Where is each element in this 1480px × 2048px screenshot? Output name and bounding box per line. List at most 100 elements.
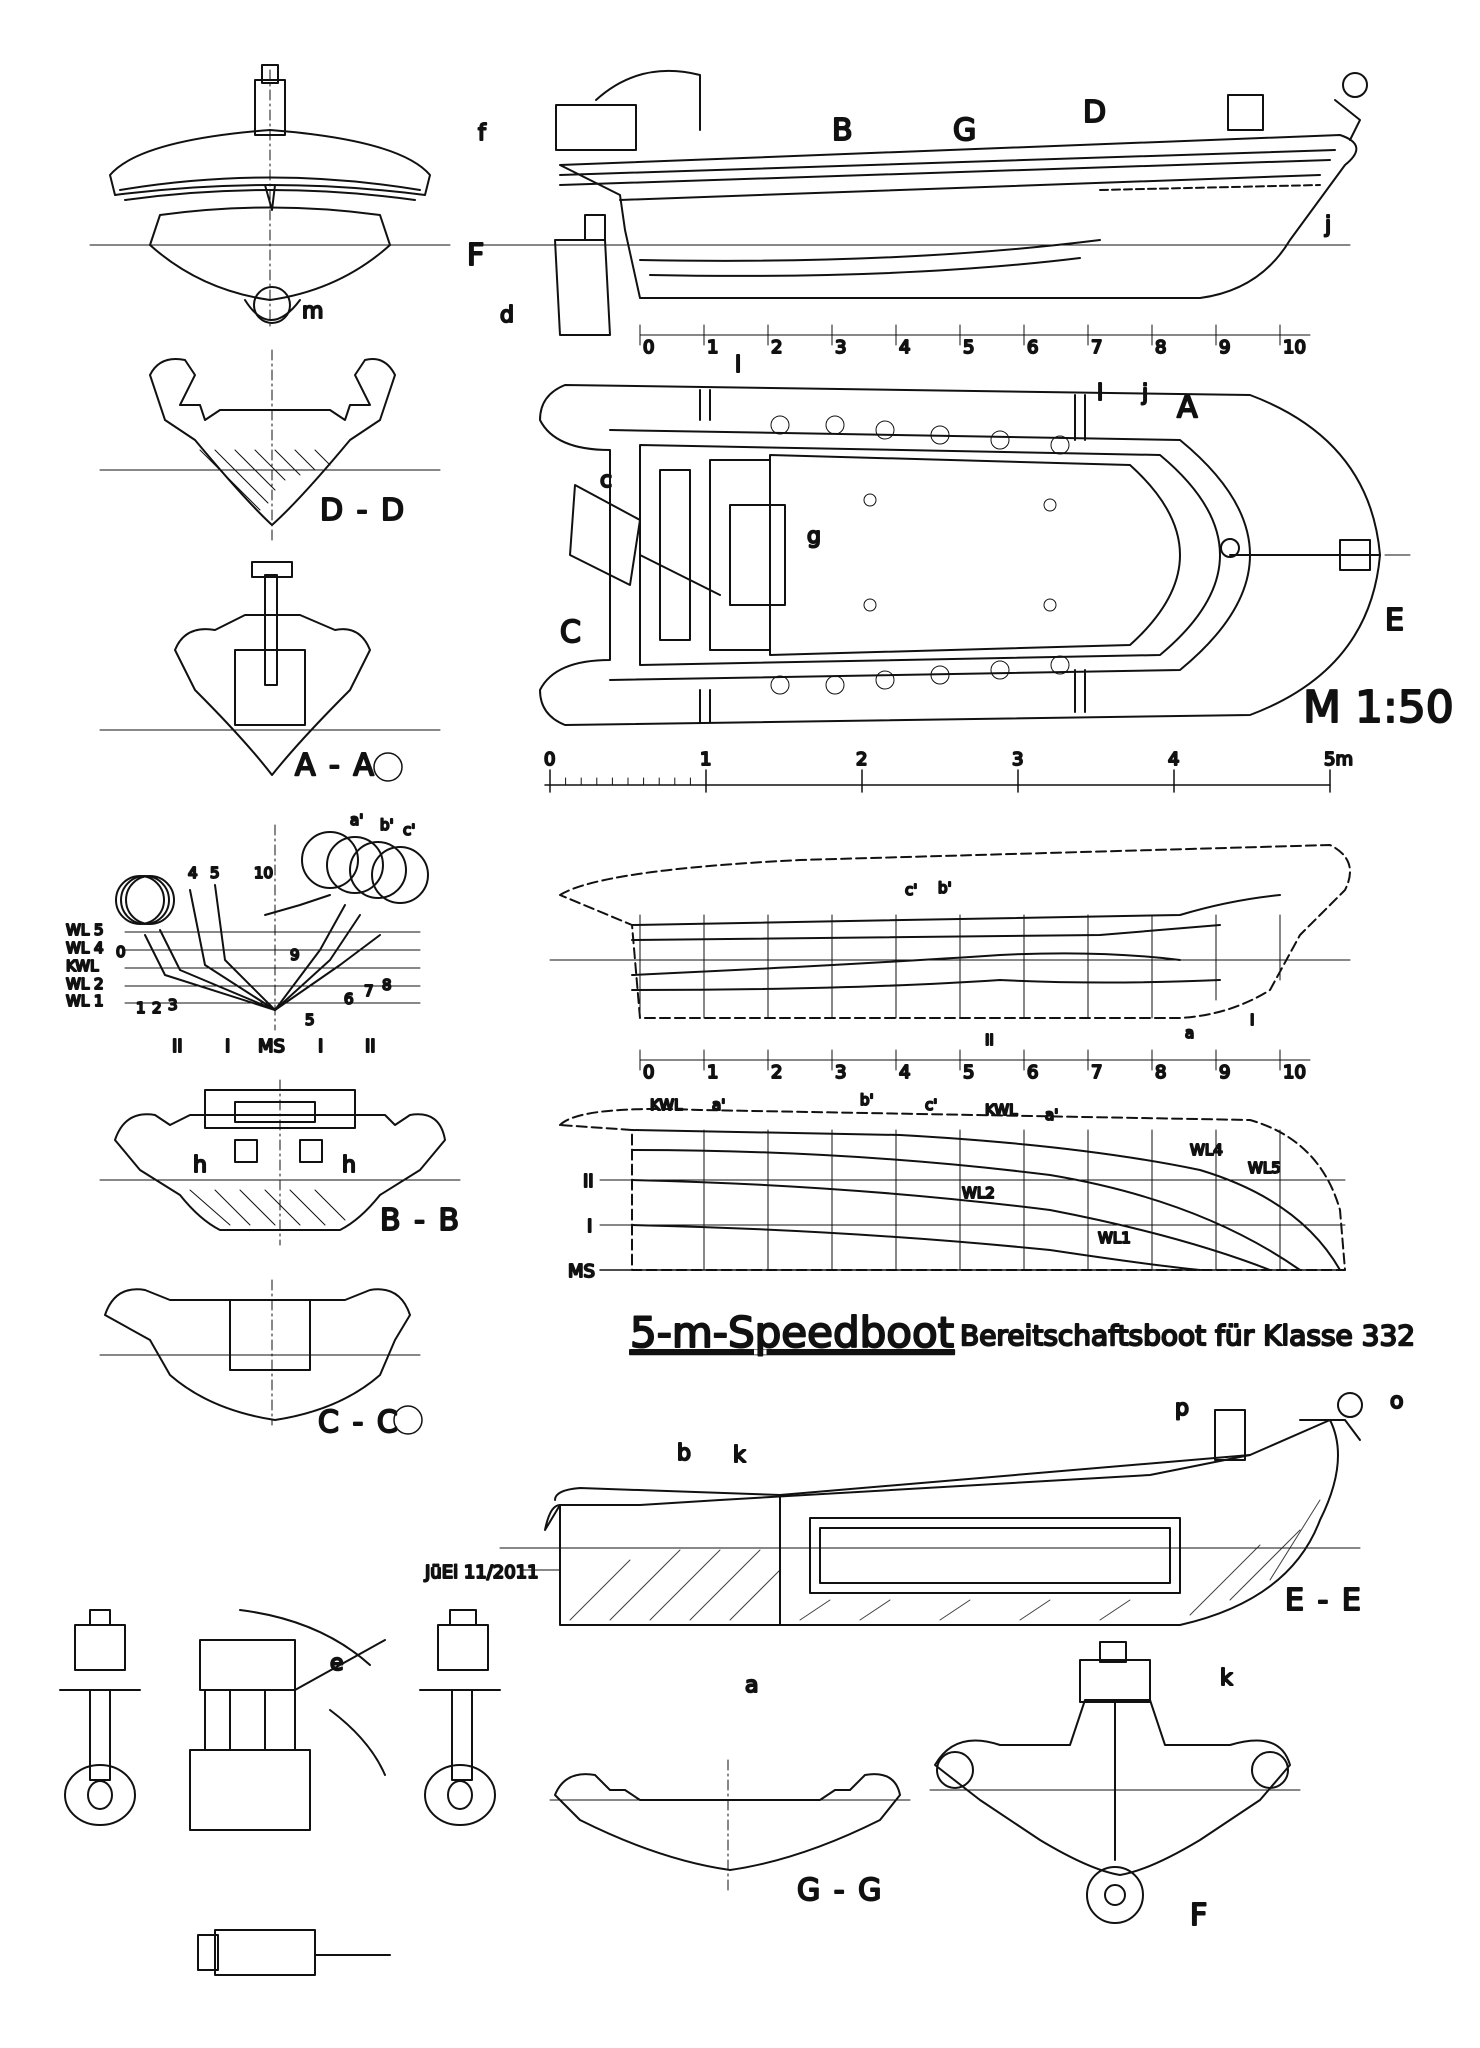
scale-bar-label-4: 4 [1168, 749, 1179, 770]
marker-f: F [467, 238, 486, 273]
kwl: KWL [66, 957, 99, 975]
bp-st-10: 10 [254, 864, 273, 882]
profile-i: I [1250, 1011, 1254, 1029]
buttock-II-left: II [172, 1036, 183, 1057]
wl4: WL 4 [66, 939, 104, 957]
motor-rear-view [419, 1609, 501, 1826]
scale-bar-label-3: 3 [1012, 749, 1023, 770]
station-top-tick-label-9: 9 [1219, 337, 1230, 358]
marker-e: E [1385, 603, 1406, 638]
section-ee [499, 1392, 1363, 1626]
label-j: j [1324, 213, 1331, 238]
section-label-dd: D - D [320, 493, 406, 528]
buttock-I-right: I [318, 1036, 323, 1057]
section-label-aa: A - A [295, 748, 376, 783]
marker-b: B [832, 113, 855, 148]
station-top-tick-label-5: 5 [963, 337, 974, 358]
tube-b: b' [380, 816, 394, 834]
marker-c: C [560, 615, 583, 650]
wl2: WL 2 [66, 975, 104, 993]
bp-st-8: 8 [382, 976, 392, 994]
station-top-tick-label-10: 10 [1283, 337, 1306, 358]
bp-st-4: 4 [188, 864, 198, 882]
station-mid-tick-label-3: 3 [835, 1062, 846, 1083]
label-c: c [600, 468, 612, 493]
station-mid-tick-label-7: 7 [1091, 1062, 1102, 1083]
label-g: g [807, 524, 821, 549]
profile-ii: II [985, 1031, 994, 1049]
bp-st-7: 7 [364, 982, 374, 1000]
section-dd [99, 349, 441, 541]
profile-a: a [1185, 1024, 1194, 1042]
plan-wl5: WL5 [1248, 1159, 1281, 1177]
station-mid-tick-label-0: 0 [643, 1062, 654, 1083]
bp-st-5r: 5 [305, 1011, 315, 1029]
rear-view [929, 1641, 1301, 1924]
marker-a: A [1177, 390, 1200, 425]
label-e: e [330, 1651, 344, 1676]
motor-side-view [189, 1609, 386, 1831]
bp-st-6: 6 [344, 990, 354, 1008]
station-mid-tick-label-1: 1 [707, 1062, 718, 1083]
profile-b1: b' [938, 879, 952, 897]
section-cc [99, 1279, 423, 1435]
plan-i: I [587, 1216, 592, 1237]
label-l-1: l [735, 353, 741, 378]
marker-f-rear: F [1190, 1898, 1209, 1933]
station-top-tick-label-8: 8 [1155, 337, 1166, 358]
section-label-ee: E - E [1285, 1583, 1363, 1618]
motor-front-view [59, 1609, 141, 1826]
plan-kwl-2: KWL [985, 1101, 1018, 1119]
station-top-tick-label-3: 3 [835, 337, 846, 358]
label-a: a [745, 1673, 758, 1698]
plan-a2: a' [1045, 1106, 1058, 1124]
tube-c: c' [403, 821, 415, 839]
buttock-I-left: I [225, 1036, 230, 1057]
label-k-2: k [1220, 1666, 1233, 1691]
marker-d: D [1083, 95, 1108, 130]
station-top-tick-label-2: 2 [771, 337, 782, 358]
station-top-tick-label-1: 1 [707, 337, 718, 358]
author-signature: JüEi 11/2011 [424, 1562, 539, 1583]
plan-wl1: WL1 [1098, 1229, 1131, 1247]
label-f: f [478, 121, 487, 146]
motor-top-view [197, 1929, 391, 1976]
section-label-gg: G - G [797, 1873, 883, 1908]
plan-ms: MS [568, 1261, 595, 1282]
plan-b1: b' [860, 1091, 874, 1109]
drawing-subtitle: Bereitschaftsboot für Klasse 332 [960, 1319, 1415, 1352]
station-mid-tick-label-9: 9 [1219, 1062, 1230, 1083]
plan-wl4: WL4 [1190, 1141, 1223, 1159]
station-mid-tick-label-10: 10 [1283, 1062, 1306, 1083]
label-b: b [677, 1441, 691, 1466]
bp-st-1: 1 [136, 999, 146, 1017]
label-l-2: l [1097, 381, 1103, 406]
station-mid-tick-label-5: 5 [963, 1062, 974, 1083]
body-plan [115, 824, 429, 1031]
label-p: p [1175, 1396, 1189, 1421]
plan-wl2: WL2 [962, 1184, 995, 1202]
drawing-title: 5-m-Speedboot [630, 1308, 954, 1357]
buttock-II-right: II [365, 1036, 376, 1057]
station-top-tick-label-0: 0 [643, 337, 654, 358]
label-d: d [500, 303, 514, 328]
bp-st-0: 0 [116, 943, 126, 961]
station-top-tick-label-7: 7 [1091, 337, 1102, 358]
scale-bar-label-2: 2 [856, 749, 867, 770]
profile-c1: c' [905, 881, 917, 899]
wl1: WL 1 [66, 992, 104, 1010]
station-mid-tick-label-2: 2 [771, 1062, 782, 1083]
scale-bar-label-5: 5m [1324, 749, 1353, 770]
marker-g: G [953, 113, 978, 148]
station-mid-tick-label-8: 8 [1155, 1062, 1166, 1083]
front-view [89, 64, 451, 331]
bp-st-3: 3 [168, 996, 178, 1014]
side-elevation [479, 69, 1368, 336]
label-k-1: k [733, 1443, 746, 1468]
bp-st-2: 2 [152, 999, 162, 1017]
section-gg [549, 1759, 911, 1891]
